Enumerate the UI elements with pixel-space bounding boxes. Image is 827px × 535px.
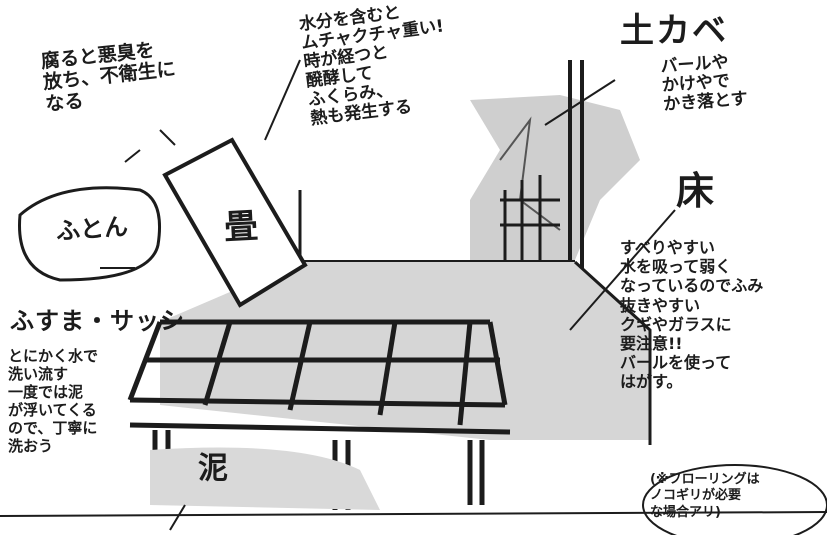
floor-note: すべりやすい 水を吸って弱く なっているのでふみ 抜きやすい クギやガラスに 要… <box>620 238 764 392</box>
tatami-shape <box>162 137 308 308</box>
mud-label: 泥 <box>198 451 228 486</box>
flooring-note: (※フローリングは ノコギリが必要 な場合アリ) <box>650 472 760 520</box>
tatami-label: 畳 <box>222 206 260 248</box>
floor-edge <box>573 260 652 445</box>
futon-shape <box>18 186 162 282</box>
floor-plane <box>160 262 650 440</box>
wall-lattice <box>500 175 560 262</box>
wall-note: バールや かけやで かき落とす <box>659 52 749 115</box>
wall-plaster <box>470 95 640 262</box>
joist-grid <box>127 319 511 435</box>
futon-label: ふとん <box>55 212 129 246</box>
fusuma-note: とにかく水で 洗い流す 一度では泥 が浮いてくる ので、丁寧に 洗おう <box>8 347 99 455</box>
ground-line <box>0 511 827 517</box>
mud-pool <box>150 447 380 510</box>
fusuma-title: ふすま・サッシ <box>10 307 185 335</box>
wall-post <box>568 60 584 280</box>
moisture-note: 水分を含むと ムチャクチャ重い! 時が経つと 醗酵して ふくらみ、 熱も発生する <box>297 2 445 130</box>
flooring-ellipse <box>642 464 827 535</box>
wall-title: 土カベ <box>620 11 728 51</box>
arrows <box>124 59 676 531</box>
floor-title: 床 <box>676 169 715 213</box>
